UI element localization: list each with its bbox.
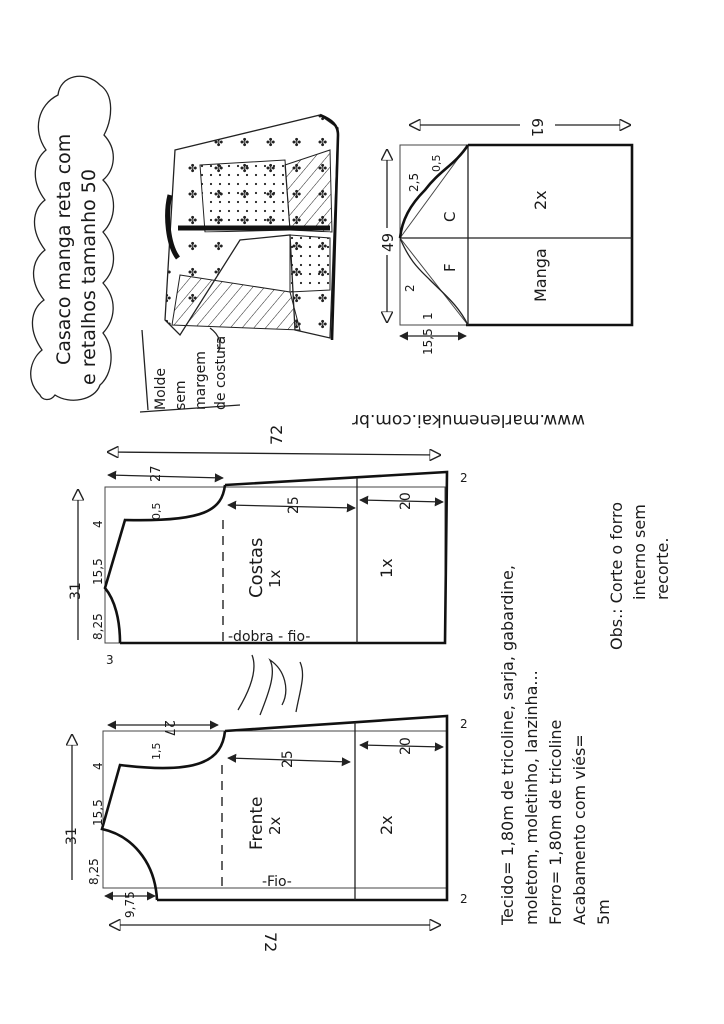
materials-line1: Tecido= 1,80m de tricoline, sarja, gabar… [498,565,517,926]
front-piece-armhole-curve: 1,5 [150,743,163,761]
obs-note: Obs.: Corte o forro interno sem recorte. [607,502,672,650]
back-piece-body-length: 25 [286,496,302,514]
seam-allowance-note: Molde sem margem de costura [139,327,241,413]
front-pattern-piece: 27 25 20 Frente 2x 2x -Fio- 72 31 4 15,5… [64,714,468,952]
back-piece-side-ease: 2 [460,471,468,485]
sleeve-cap-height: 15,5 [421,328,435,355]
front-piece-count: 2x [266,816,284,835]
note-line1: Molde [153,368,169,410]
back-piece-hem-count: 1x [377,558,396,578]
note-line2: sem [173,380,189,410]
back-piece-count: 1x [266,569,284,588]
back-piece-neck-depth: 3 [106,653,114,667]
front-piece-total-length: 72 [261,932,280,952]
signature [237,654,304,716]
sleeve-back-label: C [441,212,459,222]
front-piece-neck-depth: 9,75 [123,891,137,918]
front-piece-armhole-depth: 27 [161,720,176,737]
back-piece-name: Costas [246,538,267,598]
title-line-1: Casaco manga reta com [53,134,75,365]
obs-line2: interno sem [630,504,649,600]
back-piece-shoulder: 15,5 [91,558,105,585]
sleeve-length: 61 [528,118,546,137]
sleeve-back-curve-2: 0,5 [430,155,443,173]
title-cloud: Casaco manga reta com e retalhos tamanho… [30,75,115,401]
back-pattern-piece: 72 27 25 20 Costas 1x 1x -dobra - fio- 3… [68,425,468,667]
front-piece-neck: 8,25 [87,858,101,885]
front-piece-width: 31 [64,827,80,845]
obs-line3: recorte. [653,538,672,600]
back-piece-shoulder-drop: 4 [91,520,105,528]
front-piece-hem-count: 2x [377,815,396,835]
sleeve-count: 2x [531,190,550,210]
sleeve-front-label: F [441,263,459,272]
front-piece-grain-label: -Fio- [262,874,292,890]
materials-list: Tecido= 1,80m de tricoline, sarja, gabar… [498,565,613,926]
sleeve-width: 49 [379,233,397,252]
materials-line3: Forro= 1,80m de tricoline [546,720,565,925]
sleeve-name: Manga [531,248,550,302]
back-piece-armhole-depth: 27 [149,465,164,482]
back-piece-fold-label: -dobra - fio- [228,629,310,645]
title-line-2: e retalhos tamanho 50 [78,169,100,385]
back-piece-armhole-curve: 0,5 [150,503,163,521]
materials-line2: moletom, moletinho, lanzinha... [522,670,541,925]
note-line3: margem [193,351,209,410]
sleeve-pattern: 61 49 15,5 2,5 0,5 2 1 C F 2x Manga [379,118,634,355]
note-line4: de costura [213,336,229,410]
website-url: www.marlenemukai.com.br [352,410,585,430]
sleeve-front-curve-2: 1 [421,312,435,320]
front-piece-side-ease-bottom: 2 [460,892,468,906]
jacket-illustration [164,113,340,341]
back-piece-width: 31 [68,582,84,600]
back-piece-neck: 8,25 [91,613,105,640]
sleeve-front-curve-1: 2 [403,284,417,292]
obs-line1: Obs.: Corte o forro [607,502,626,650]
front-piece-name: Frente [247,796,267,850]
back-piece-hem-length: 20 [398,492,414,510]
sleeve-back-curve-1: 2,5 [407,173,421,192]
front-piece-shoulder-drop: 4 [91,762,105,770]
front-piece-side-ease-top: 2 [460,717,468,731]
back-piece-total-length: 72 [267,425,286,445]
front-piece-shoulder: 15,5 [91,799,105,826]
materials-line5: 5m [594,899,613,925]
front-piece-hem-length: 20 [398,737,414,755]
materials-line4: Acabamento com viés= [570,734,589,925]
front-piece-body-length: 25 [280,750,296,768]
